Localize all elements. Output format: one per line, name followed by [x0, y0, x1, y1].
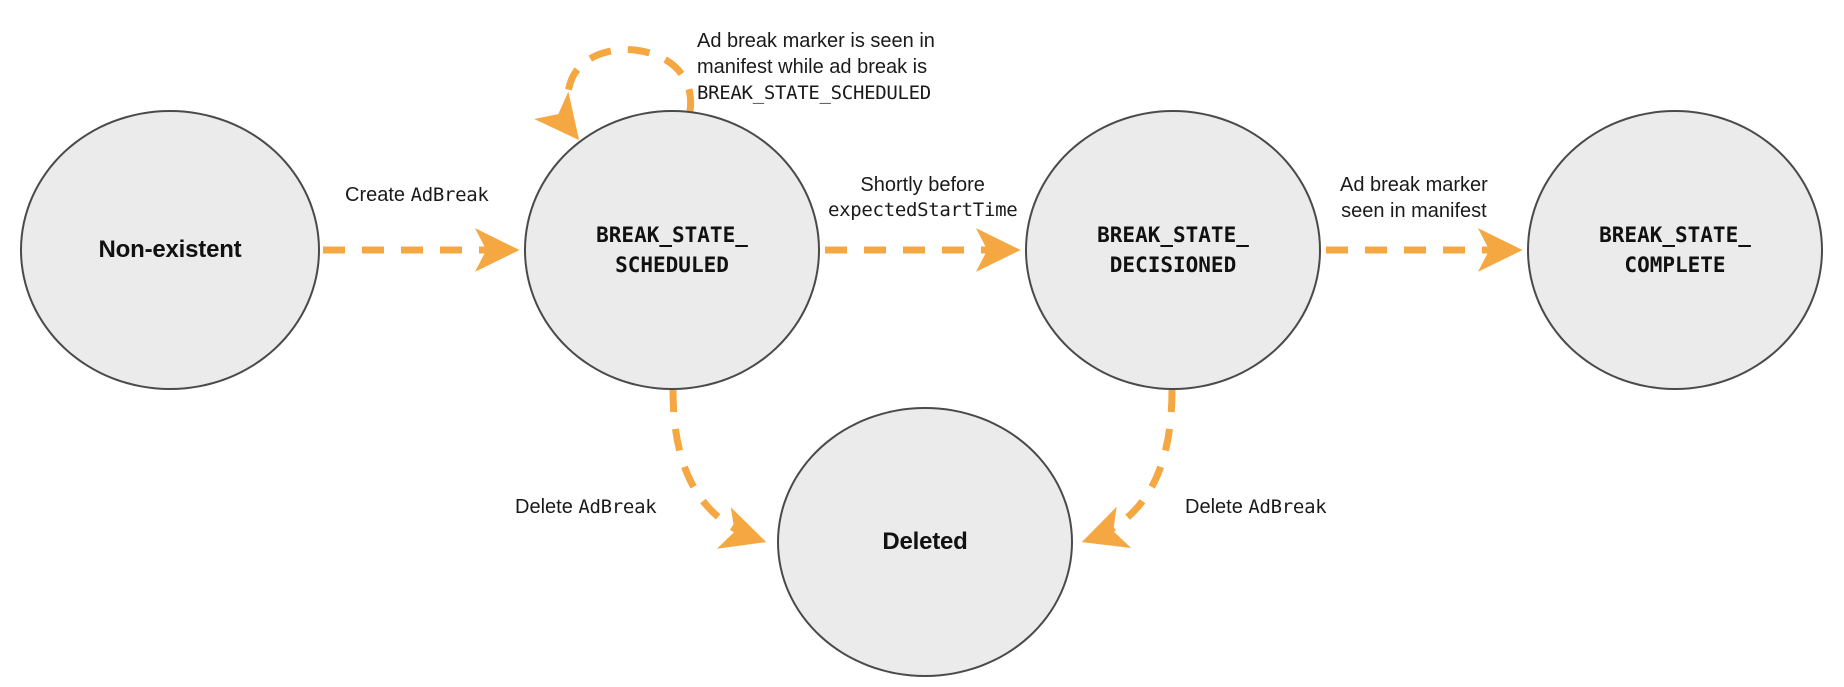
node-label-break-state-complete-line1: BREAK_STATE_	[1599, 222, 1751, 247]
edge-self-loop-scheduled	[534, 46, 694, 141]
edge-label-self-loop-line1: Ad break marker is seen in	[697, 30, 935, 52]
edge-label-delete-right-text: Delete	[1185, 496, 1249, 518]
edge-label-delete-left-code: AdBreak	[578, 496, 657, 518]
node-label-break-state-decisioned-line1: BREAK_STATE_	[1097, 222, 1249, 247]
edge-label-delete-left-text: Delete	[515, 496, 579, 518]
edge-label-self-loop-line2: manifest while ad break is	[697, 56, 928, 79]
edge-label-decisioned-to-deleted: Delete AdBreak	[1185, 494, 1327, 520]
node-label-deleted: Deleted	[882, 528, 968, 555]
edge-label-create-adbreak-code: AdBreak	[410, 184, 489, 206]
edge-decisioned-to-deleted	[1081, 389, 1176, 549]
edge-scheduled-to-deleted	[669, 389, 767, 549]
edge-label-self-loop-line3: BREAK_STATE_SCHEDULED	[697, 81, 931, 104]
node-label-break-state-complete-line2: COMPLETE	[1624, 253, 1726, 277]
node-break-state-scheduled[interactable]: BREAK_STATE_ SCHEDULED	[524, 110, 820, 390]
edge-label-self-loop-scheduled: Ad break marker is seen in manifest whil…	[697, 28, 935, 106]
edge-label-marker-seen-line2: seen in manifest	[1341, 200, 1487, 223]
edge-label-create-adbreak: Create AdBreak	[345, 182, 489, 208]
edge-label-delete-right-code: AdBreak	[1248, 496, 1327, 518]
edge-label-decisioned-to-complete: Ad break marker seen in manifest	[1340, 172, 1488, 225]
node-label-non-existent: Non-existent	[98, 236, 242, 263]
node-break-state-decisioned[interactable]: BREAK_STATE_ DECISIONED	[1025, 110, 1321, 390]
node-label-break-state-scheduled-line1: BREAK_STATE_	[596, 222, 748, 247]
edge-label-marker-seen-line1: Ad break marker	[1340, 174, 1488, 196]
edge-label-create-adbreak-text: Create	[345, 184, 411, 206]
node-non-existent[interactable]: Non-existent	[20, 110, 320, 390]
node-label-break-state-scheduled-line2: SCHEDULED	[615, 253, 729, 277]
node-break-state-complete[interactable]: BREAK_STATE_ COMPLETE	[1527, 110, 1823, 390]
node-deleted[interactable]: Deleted	[777, 407, 1073, 677]
node-label-break-state-decisioned-line2: DECISIONED	[1109, 253, 1237, 277]
edge-label-scheduled-to-deleted: Delete AdBreak	[515, 494, 657, 520]
edge-label-scheduled-to-decisioned: Shortly before expectedStartTime	[828, 172, 1018, 223]
edge-label-shortly-before-line2: expectedStartTime	[828, 199, 1018, 222]
edge-label-shortly-before-line1: Shortly before	[860, 174, 985, 196]
